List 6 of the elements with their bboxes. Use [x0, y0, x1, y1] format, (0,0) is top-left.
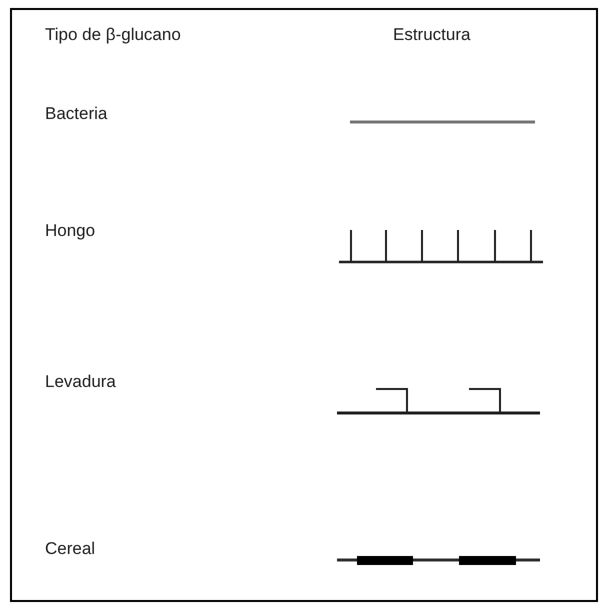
row-label: Hongo	[45, 220, 96, 242]
row-label: Levadura	[45, 371, 116, 393]
column-header: Estructura	[393, 24, 470, 46]
row-label: Cereal	[45, 538, 96, 560]
column-header: Tipo de β-glucano	[45, 24, 181, 46]
row-label: Bacteria	[45, 103, 108, 125]
